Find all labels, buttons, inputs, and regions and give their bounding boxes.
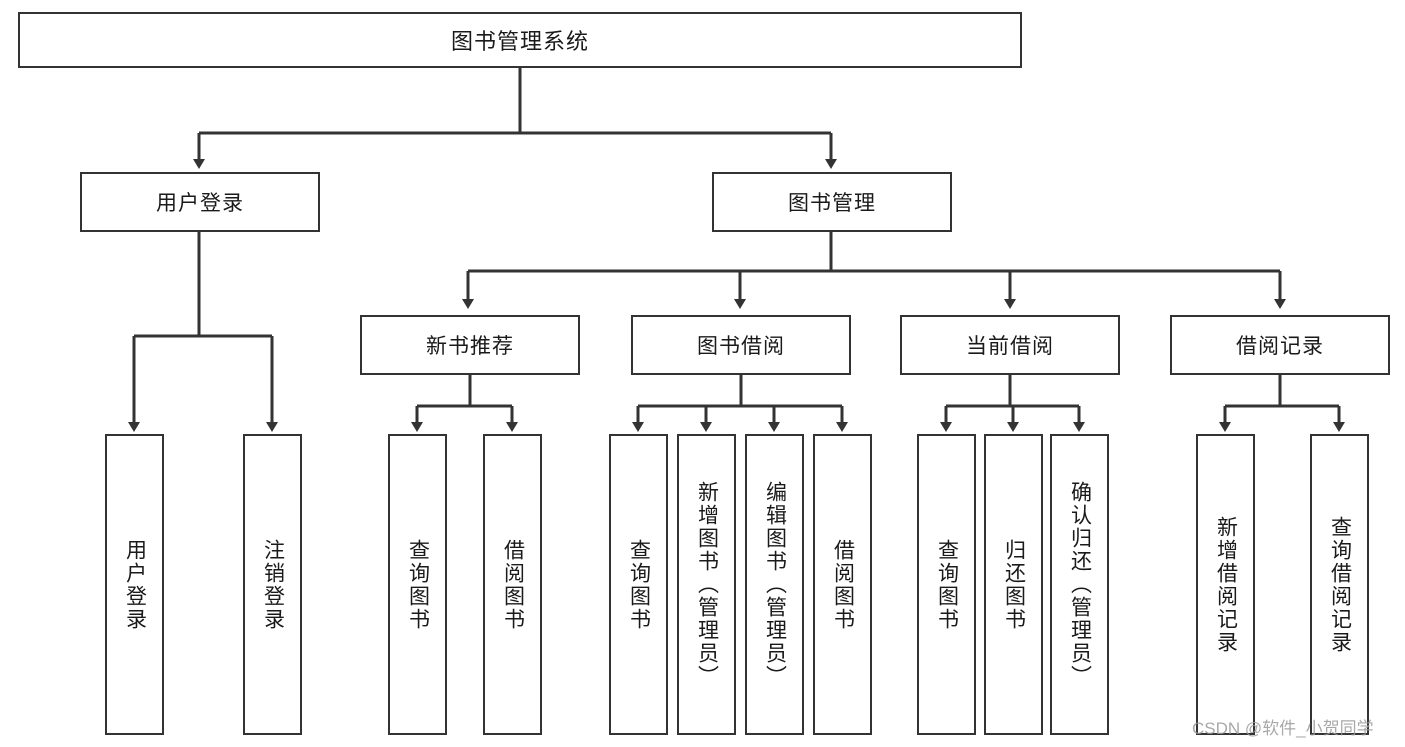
node-label: 查询借阅记录 — [1328, 515, 1352, 654]
node-label: 图书管理系统 — [450, 29, 589, 54]
leaf-borrow-add-book[interactable]: 新增图书（管理员） — [677, 434, 736, 735]
node-label: 借阅记录 — [1236, 335, 1324, 358]
leaf-recommend-borrow-book[interactable]: 借阅图书 — [483, 434, 542, 735]
node-current-borrow[interactable]: 当前借阅 — [900, 315, 1120, 375]
node-label: 用户登录 — [123, 538, 147, 631]
node-label: 查询图书 — [627, 538, 651, 631]
node-label: 注销登录 — [261, 538, 285, 631]
node-label: 当前借阅 — [966, 335, 1054, 358]
leaf-user-login-login[interactable]: 用户登录 — [105, 434, 164, 735]
leaf-record-query-record[interactable]: 查询借阅记录 — [1310, 434, 1369, 735]
node-label: 用户登录 — [156, 192, 244, 215]
node-label: 归还图书 — [1002, 538, 1026, 631]
node-label: 新书推荐 — [426, 335, 514, 358]
leaf-recommend-query-book[interactable]: 查询图书 — [388, 434, 447, 735]
leaf-borrow-edit-book[interactable]: 编辑图书（管理员） — [745, 434, 804, 735]
node-label: 借阅图书 — [831, 538, 855, 631]
leaf-current-return-book[interactable]: 归还图书 — [984, 434, 1043, 735]
node-label: 新增图书（管理员） — [695, 481, 719, 688]
node-book-borrow[interactable]: 图书借阅 — [631, 315, 851, 375]
node-label: 图书借阅 — [697, 335, 785, 358]
leaf-current-confirm-return[interactable]: 确认归还（管理员） — [1050, 434, 1109, 735]
leaf-borrow-query-book[interactable]: 查询图书 — [609, 434, 668, 735]
node-label: 借阅图书 — [501, 538, 525, 631]
node-label: 查询图书 — [935, 538, 959, 631]
node-user-login[interactable]: 用户登录 — [80, 172, 320, 232]
leaf-user-login-logout[interactable]: 注销登录 — [243, 434, 302, 735]
node-label: 新增借阅记录 — [1214, 515, 1238, 654]
watermark-text: CSDN @软件_小贺同学 — [1192, 719, 1374, 738]
node-root-system[interactable]: 图书管理系统 — [18, 12, 1022, 68]
node-book-management[interactable]: 图书管理 — [712, 172, 952, 232]
node-new-book-recommend[interactable]: 新书推荐 — [360, 315, 580, 375]
node-label: 查询图书 — [406, 538, 430, 631]
node-label: 图书管理 — [788, 192, 876, 215]
leaf-borrow-borrow-book[interactable]: 借阅图书 — [813, 434, 872, 735]
node-label: 确认归还（管理员） — [1068, 481, 1092, 688]
node-label: 编辑图书（管理员） — [763, 481, 787, 688]
node-borrow-record[interactable]: 借阅记录 — [1170, 315, 1390, 375]
leaf-current-query-book[interactable]: 查询图书 — [917, 434, 976, 735]
leaf-record-add-record[interactable]: 新增借阅记录 — [1196, 434, 1255, 735]
